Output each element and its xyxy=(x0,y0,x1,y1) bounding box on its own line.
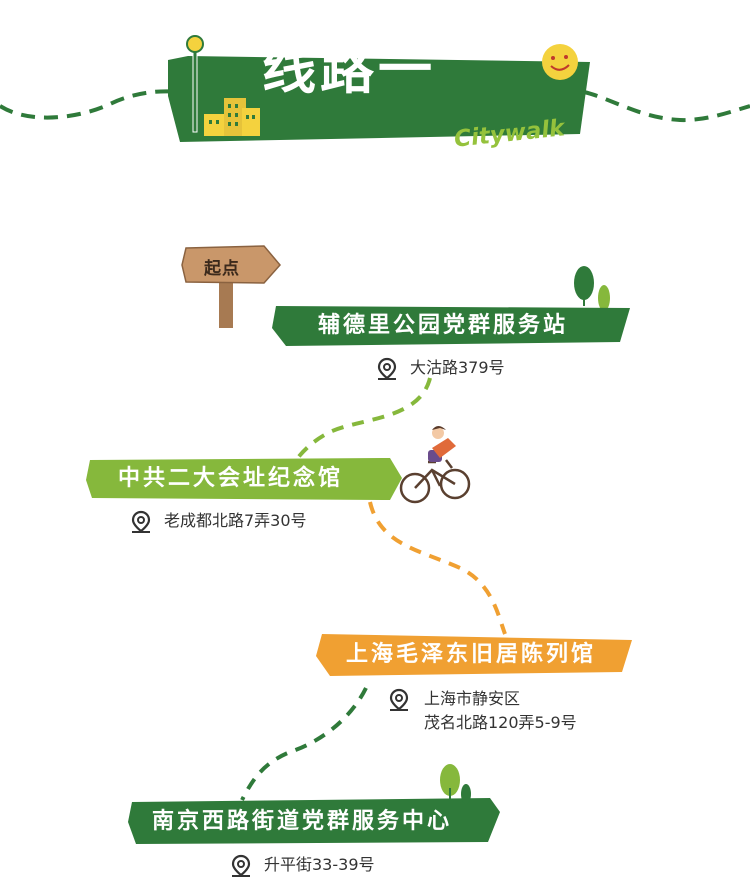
stop-2-name: 中共二大会址纪念馆 xyxy=(118,466,344,491)
stop-4-name: 南京西路街道党群服务中心 xyxy=(152,809,453,834)
cyclist-icon xyxy=(399,426,471,504)
sun-smile-icon xyxy=(542,44,578,80)
stop-3-address-line-1: 上海市静安区 xyxy=(424,689,521,708)
route-dash-3 xyxy=(240,687,368,801)
stop-4-banner xyxy=(128,798,500,844)
location-pin-icon xyxy=(377,357,397,380)
route-dash-1 xyxy=(294,377,432,462)
header-dash-left xyxy=(0,89,181,120)
header-banner xyxy=(168,56,590,142)
header-dash-right xyxy=(583,90,750,123)
stop-2-banner xyxy=(86,458,402,500)
stop-2-address: 老成都北路7弄30号 xyxy=(164,511,307,530)
stop-3-banner xyxy=(316,634,632,676)
stop-1-name: 辅德里公园党群服务站 xyxy=(318,313,569,338)
buildings-icon xyxy=(204,98,260,136)
location-pin-icon xyxy=(389,688,409,711)
location-pin-icon xyxy=(131,510,151,533)
stop-3-address-line-2: 茂名北路120弄5-9号 xyxy=(424,713,577,732)
stop-1-banner xyxy=(272,306,630,346)
stop-1-address: 大沽路379号 xyxy=(410,358,505,377)
stop-3-name: 上海毛泽东旧居陈列馆 xyxy=(346,642,597,667)
location-pin-icon xyxy=(231,854,251,877)
tree-icon xyxy=(574,266,610,315)
signpost-icon xyxy=(181,245,281,328)
start-sign-label: 起点 xyxy=(204,259,240,279)
tree-icon-2 xyxy=(440,764,471,804)
page-title: 线路一 xyxy=(262,37,436,101)
route-dash-2 xyxy=(368,501,507,635)
street-lamp-icon xyxy=(186,35,204,133)
stop-4-address: 升平街33-39号 xyxy=(264,855,375,874)
